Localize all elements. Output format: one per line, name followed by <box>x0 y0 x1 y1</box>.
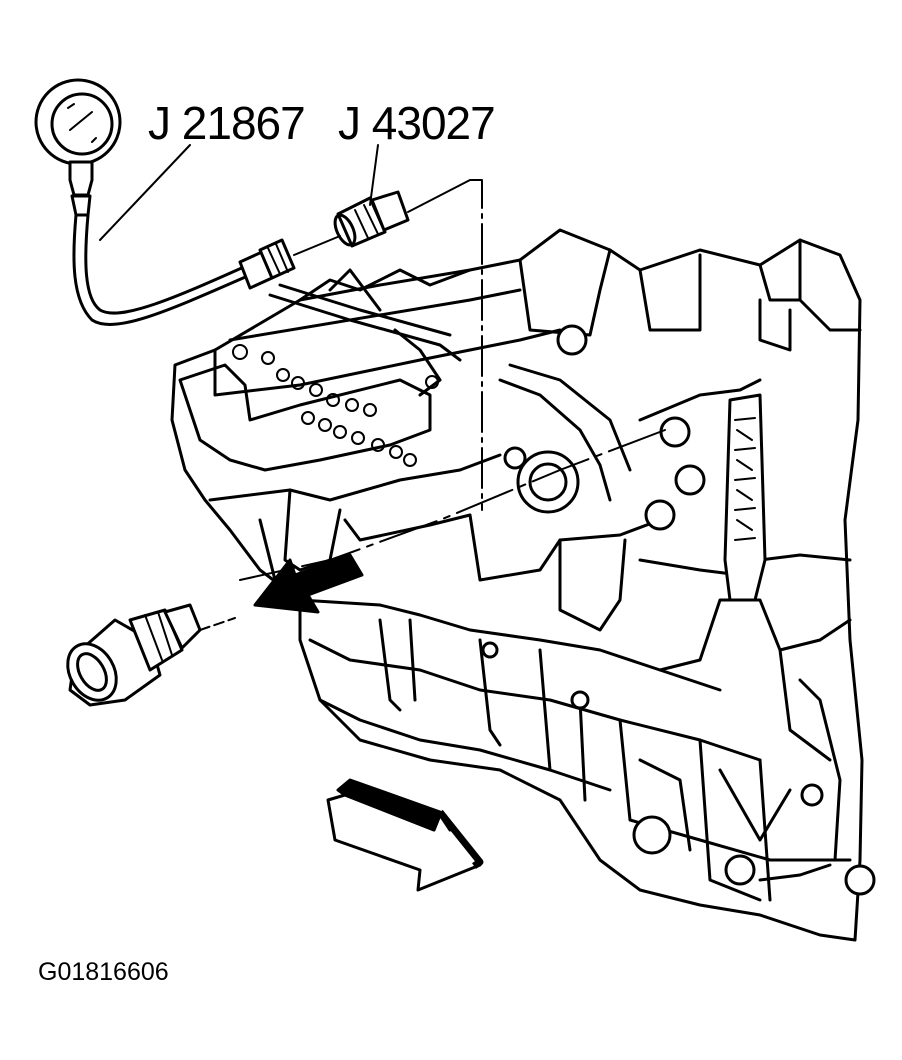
bolt-row-upper <box>232 344 377 417</box>
gauge-tool-label: J 21867 <box>148 97 306 149</box>
adapter-tool-label: J 43027 <box>338 97 496 149</box>
oil-pressure-sensor-icon <box>66 603 236 707</box>
engine-block <box>170 228 876 942</box>
arrow-left-down-icon <box>253 553 364 614</box>
bolt-row-lower <box>301 411 417 467</box>
adapter-fitting-icon <box>333 190 410 248</box>
figure-id: G01816606 <box>38 958 169 986</box>
arrow-right-down-icon <box>326 778 484 892</box>
pressure-gauge-icon <box>34 78 296 326</box>
